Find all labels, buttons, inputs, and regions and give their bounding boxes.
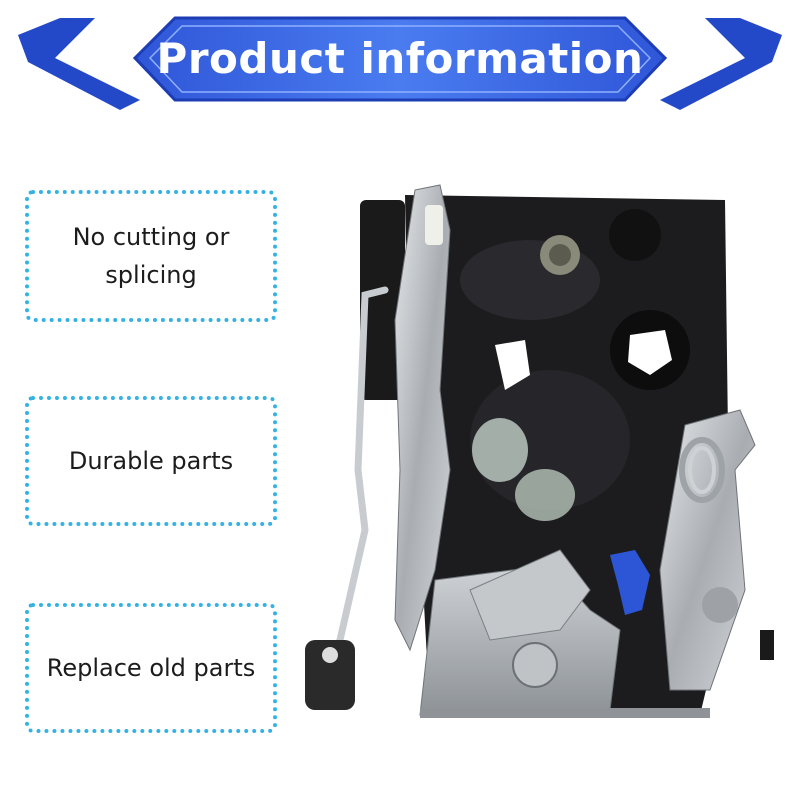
feature-box-replace: Replace old parts (25, 603, 277, 733)
left-chevron-icon (18, 18, 140, 110)
feature-box-durable: Durable parts (25, 396, 277, 526)
feature-text-line: No cutting or (72, 223, 230, 251)
banner-graphic (18, 16, 782, 110)
title-banner: Product information (0, 0, 800, 120)
feature-text: Durable parts (68, 447, 234, 475)
page-title: Product information (156, 33, 644, 83)
door-lock-actuator-photo (290, 170, 790, 730)
feature-box-no-cutting: No cutting or splicing (25, 190, 277, 322)
feature-text: Replace old parts (46, 654, 256, 682)
right-chevron-icon (660, 18, 782, 110)
feature-text-line: splicing (105, 261, 197, 289)
